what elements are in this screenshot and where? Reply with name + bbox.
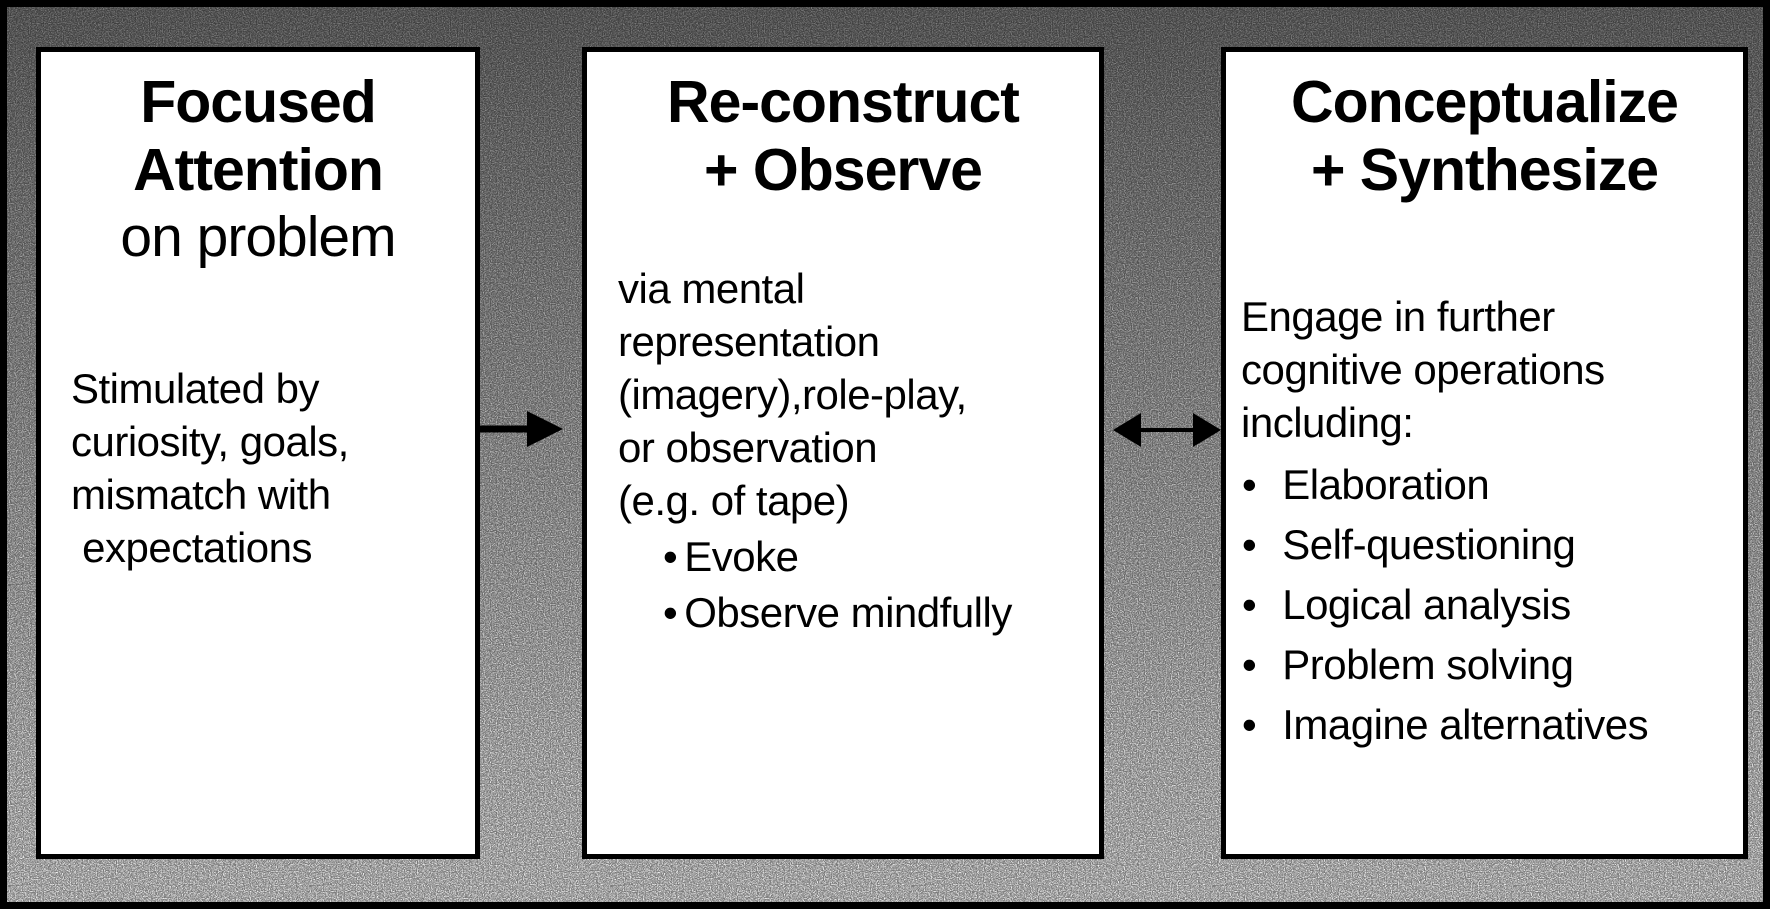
box-subtitle: on problem [120, 205, 396, 269]
bullet-item: Elaboration [1242, 455, 1743, 515]
box-focused-attention: Focused Attention on problem Stimulated … [36, 47, 480, 859]
box-title: Conceptualize + Synthesize [1291, 69, 1679, 203]
bullet-list: EvokeObserve mindfully [587, 529, 1099, 641]
box-conceptualize-synthesize: Conceptualize + Synthesize Engage in fur… [1221, 47, 1748, 859]
bullet-list: ElaborationSelf-questioningLogical analy… [1226, 455, 1743, 755]
bullet-item: Problem solving [1242, 635, 1743, 695]
box-title: Re-construct + Observe [667, 69, 1020, 203]
box-body-text: Engage in further cognitive operations i… [1241, 293, 1605, 446]
bullet-item: Evoke [663, 529, 1099, 585]
bullet-item: Observe mindfully [663, 585, 1099, 641]
bullet-item: Self-questioning [1242, 515, 1743, 575]
right-arrow-icon [479, 411, 563, 447]
box-body-text: via mental representation (imagery),role… [618, 265, 967, 524]
box-title: Focused Attention [133, 69, 384, 203]
bullet-item: Imagine alternatives [1242, 695, 1743, 755]
box-reconstruct-observe: Re-construct + Observe via mental repres… [582, 47, 1104, 859]
double-headed-arrow-icon [1113, 413, 1221, 447]
bullet-item: Logical analysis [1242, 575, 1743, 635]
box-body-text: Stimulated by curiosity, goals, mismatch… [71, 365, 349, 571]
